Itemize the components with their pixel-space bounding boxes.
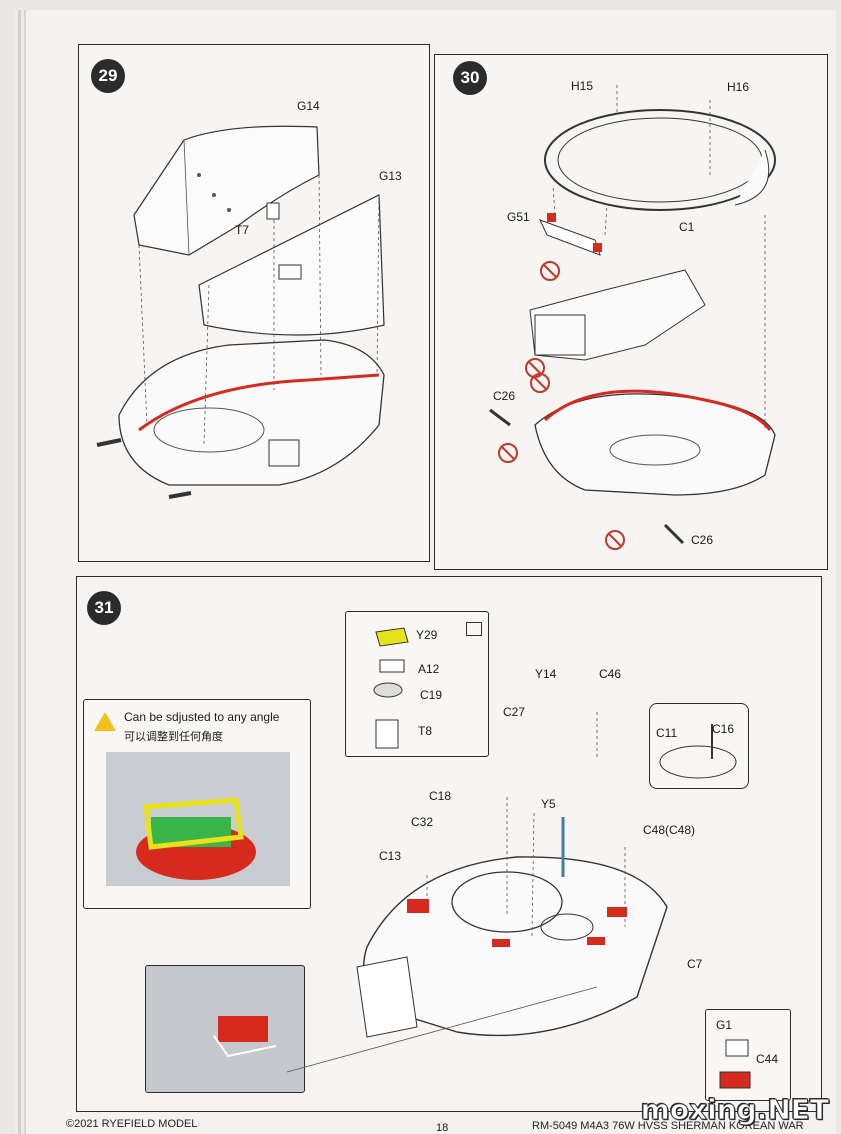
angle-note-callout: Can be sdjusted to any angle 可以调整到任何角度	[83, 699, 311, 909]
part-label-g14: G14	[297, 99, 320, 113]
angle-detail-render	[106, 752, 290, 886]
note-english: Can be sdjusted to any angle	[124, 710, 280, 724]
part-label-t8: T8	[418, 724, 433, 738]
step-number-badge: 30	[453, 61, 487, 95]
part-label-c27: C27	[503, 705, 526, 719]
part-label-g51: G51	[507, 210, 530, 224]
step-number-badge: 29	[91, 59, 125, 93]
step-31-panel: 31 Y29 A12 C19 T8 Can be sdjusted to any…	[76, 576, 822, 1112]
copyright-text: ©2021 RYEFIELD MODEL	[66, 1118, 198, 1130]
note-chinese: 可以调整到任何角度	[124, 731, 223, 743]
part-label-g1: G1	[716, 1018, 733, 1032]
watermark-logo: moxing.NET	[640, 1093, 829, 1127]
periscope-callout: G1 C44	[705, 1009, 791, 1101]
part-label-a12: A12	[418, 662, 440, 676]
part-label-c48: C48(C48)	[643, 823, 696, 837]
page-number: 18	[436, 1122, 449, 1134]
kit-title: RM-5049 M4A3 76W HVSS SHERMAN KOREAN WAR	[532, 1120, 804, 1132]
part-label-c19: C19	[420, 688, 443, 702]
hatch-ring-callout: C11 C16	[649, 703, 749, 789]
part-label-y14: Y14	[535, 667, 557, 681]
part-label-c26-bottom: C26	[691, 533, 714, 547]
part-label-g13: G13	[379, 169, 402, 183]
part-label-c46: C46	[599, 667, 622, 681]
turret-top-assembly-drawing	[286, 712, 668, 1073]
part-label-h15: H15	[571, 79, 594, 93]
part-label-c13: C13	[379, 849, 402, 863]
part-label-c7: C7	[687, 957, 703, 971]
part-label-c44: C44	[756, 1052, 779, 1066]
periscope-drawing	[719, 1039, 751, 1089]
step-30-panel: 30 H15	[434, 54, 828, 570]
part-label-h16: H16	[727, 80, 750, 94]
turret-cupola-assembly-drawing	[489, 85, 776, 550]
warning-icon	[94, 712, 116, 731]
part-label-c18: C18	[429, 789, 452, 803]
slider-adjust-icon	[466, 622, 482, 636]
part-label-y5: Y5	[541, 797, 556, 811]
hatch-subassembly-callout: Y29 A12 C19 T8	[345, 611, 489, 757]
step-number-badge: 31	[87, 591, 121, 625]
step-29-panel: 29 G14 G13 T7	[78, 44, 430, 562]
part-label-c26-top: C26	[493, 389, 516, 403]
part-label-c16: C16	[712, 722, 735, 736]
hatch-ring-drawing	[659, 724, 737, 779]
part-label-y29: Y29	[416, 628, 438, 642]
hinge-detail-render	[145, 965, 305, 1093]
part-label-t7: T7	[235, 223, 250, 237]
part-label-c1: C1	[679, 220, 695, 234]
turret-rear-assembly-drawing	[96, 125, 385, 499]
hatch-subassembly-drawing	[373, 627, 409, 749]
part-label-c11: C11	[656, 726, 678, 740]
part-label-c32: C32	[411, 815, 434, 829]
